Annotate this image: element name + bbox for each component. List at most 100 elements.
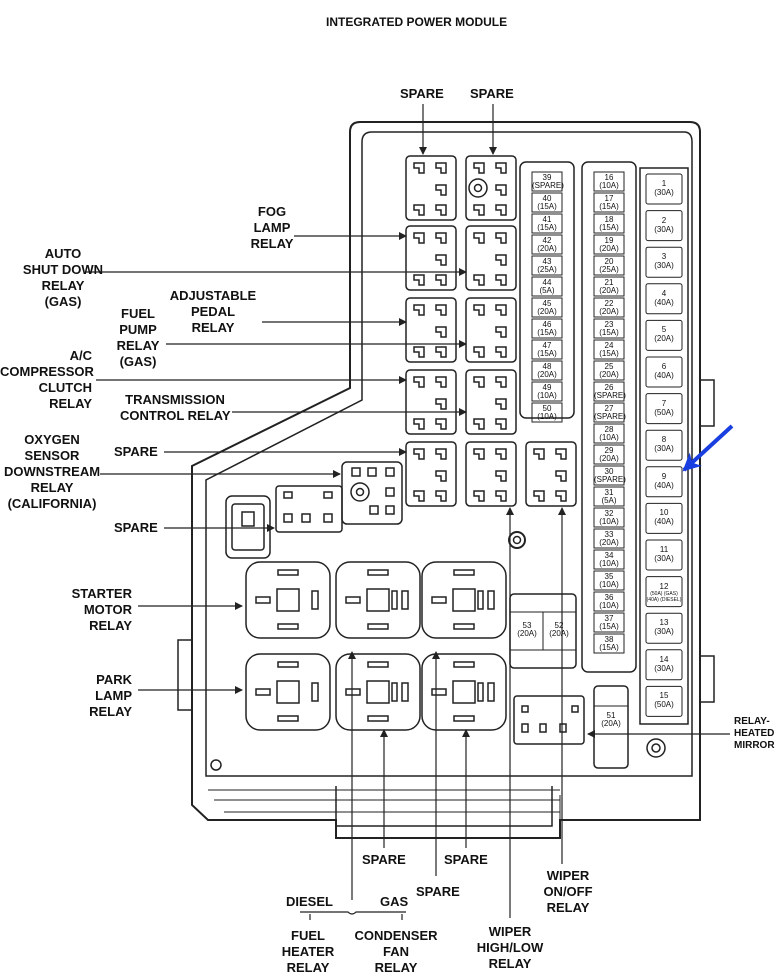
large-relay xyxy=(335,653,421,731)
mini-fuse-32 xyxy=(593,507,625,528)
mini-fuse-28 xyxy=(593,423,625,444)
mini-fuse-41-label: 41(15A) xyxy=(537,215,557,232)
cartridge-fuse-cells xyxy=(645,173,683,717)
spare-socket-left-pin xyxy=(241,511,255,527)
cartridge-fuse-7-label: 7(50A) xyxy=(654,398,674,417)
spare-relay-horizontal-pins xyxy=(283,491,333,523)
large-relay xyxy=(245,653,331,731)
oxygen-sensor-relay-pins xyxy=(351,467,395,515)
cartridge-fuse-14 xyxy=(645,649,683,681)
label-diesel: DIESEL xyxy=(286,894,333,909)
cartridge-fuse-2 xyxy=(645,210,683,242)
cartridge-fuse-15-label: 15(50A) xyxy=(654,691,674,710)
mini-fuse-49-label: 49(10A) xyxy=(537,383,557,400)
mini-fuse-49 xyxy=(531,381,563,402)
housing-connector xyxy=(335,786,553,827)
mini-fuse-47-label: 47(15A) xyxy=(537,341,557,358)
mini-fuse-16 xyxy=(593,171,625,192)
cartridge-fuse-13-label: 13(30A) xyxy=(654,618,674,637)
mini-fuse-29-label: 29(20A) xyxy=(599,446,619,463)
mini-fuse-30-label: 30(SPARE) xyxy=(594,467,626,484)
cartridge-fuse-7 xyxy=(645,393,683,425)
center-stud-inner xyxy=(512,535,522,545)
cartridge-fuse-6-label: 6(40A) xyxy=(654,362,674,380)
mini-fuse-46 xyxy=(531,318,563,339)
cartridge-fuse-6 xyxy=(645,356,683,388)
fuse-52-label: 52(20A) xyxy=(549,621,569,638)
mini-fuse-38 xyxy=(593,633,625,654)
mini-fuse-40 xyxy=(531,192,563,213)
mini-fuse-26-label: 26(SPARE) xyxy=(594,383,626,400)
cartridge-fuse-3 xyxy=(645,246,683,278)
label-spare-mid: SPARE xyxy=(114,444,158,459)
mini-relay xyxy=(465,297,517,363)
mini-fuse-31 xyxy=(593,486,625,507)
label-spare-bottom-3: SPARE xyxy=(416,884,460,899)
label-spare-top-left: SPARE xyxy=(400,86,444,101)
mini-fuse-42 xyxy=(531,234,563,255)
mini-fuse-27-label: 27(SPARE) xyxy=(594,404,626,421)
mini-fuse-25-label: 25(20A) xyxy=(599,362,619,379)
mini-fuse-17 xyxy=(593,192,625,213)
label-spare-top-right: SPARE xyxy=(470,86,514,101)
mini-relay xyxy=(405,369,457,435)
mini-fuse-22-label: 22(20A) xyxy=(599,299,619,316)
mini-fuse-20-label: 20(25A) xyxy=(599,257,619,274)
mini-relay xyxy=(465,441,517,507)
mini-relay xyxy=(465,369,517,435)
cartridge-fuse-13 xyxy=(645,612,683,644)
oxygen-sensor-relay-stud xyxy=(350,482,370,502)
housing-side-tab-right-2 xyxy=(699,655,715,703)
mini-relay xyxy=(405,441,457,507)
cartridge-fuse-1-label: 1(30A) xyxy=(654,179,674,197)
cartridge-fuse-12 xyxy=(645,576,683,608)
mini-fuse-19 xyxy=(593,234,625,255)
cartridge-fuse-11-label: 11(30A) xyxy=(654,545,674,563)
mini-relay xyxy=(465,225,517,291)
cartridge-fuse-8 xyxy=(645,429,683,461)
mini-fuse-28-label: 28(10A) xyxy=(599,425,619,442)
mini-fuse-44 xyxy=(531,276,563,297)
large-relay-grid xyxy=(245,561,507,731)
mount-hole-right xyxy=(646,738,666,758)
mini-fuse-46-label: 46(15A) xyxy=(537,320,557,337)
cartridge-fuse-5-label: 5(20A) xyxy=(654,325,674,344)
page-title: INTEGRATED POWER MODULE xyxy=(326,15,508,29)
large-relay xyxy=(335,561,421,639)
cartridge-fuse-10-label: 10(40A) xyxy=(654,508,674,527)
mini-fuse-19-label: 19(20A) xyxy=(599,236,619,253)
mini-relay xyxy=(465,155,517,221)
mini-fuse-45 xyxy=(531,297,563,318)
cartridge-fuse-2-label: 2(30A) xyxy=(654,215,674,234)
mini-fuse-20 xyxy=(593,255,625,276)
mini-relay-grid xyxy=(405,155,577,507)
mini-fuse-32-label: 32(10A) xyxy=(599,509,619,526)
mini-fuse-35-label: 35(10A) xyxy=(599,572,619,589)
mini-fuse-48-label: 48(20A) xyxy=(537,362,557,379)
cartridge-fuse-15 xyxy=(645,685,683,717)
mini-fuse-cells xyxy=(531,171,625,654)
mini-fuse-frame-right xyxy=(581,161,637,673)
large-relay xyxy=(421,561,507,639)
mini-relay xyxy=(405,155,457,221)
center-stud xyxy=(508,531,526,549)
mini-fuse-35 xyxy=(593,570,625,591)
label-gas: GAS xyxy=(380,894,409,909)
mini-fuse-frame-left xyxy=(519,161,575,419)
mini-fuse-23 xyxy=(593,318,625,339)
mini-fuse-36 xyxy=(593,591,625,612)
mini-fuse-48 xyxy=(531,360,563,381)
mount-hole-right-inner xyxy=(651,743,661,753)
label-spare-bottom-1: SPARE xyxy=(362,852,406,867)
wiper-on-off-relay-body xyxy=(525,441,577,507)
